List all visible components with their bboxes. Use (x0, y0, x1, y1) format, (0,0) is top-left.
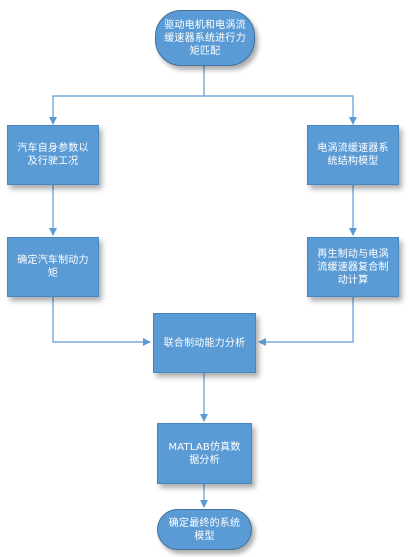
process-right-2: 再生制动与电涡流缓速器复合制动计算 (307, 237, 399, 297)
start-node: 驱动电机和电涡流缓速器系统进行力矩匹配 (155, 10, 255, 66)
process-right-1: 电涡流缓速器系统结构模型 (307, 125, 399, 185)
process-left-2: 确定汽车制动力矩 (7, 237, 99, 297)
connector-right2-merge (258, 296, 354, 346)
connector-left2-merge (52, 296, 151, 346)
connector-start-left (49, 65, 205, 125)
end-node: 确定最终的系统模型 (157, 509, 252, 550)
process-analysis: MATLAB仿真数据分析 (157, 423, 252, 484)
process-left-1: 汽车自身参数以及行驶工况 (7, 125, 99, 185)
process-merge: 联合制动能力分析 (153, 313, 256, 373)
connector-start-right (204, 95, 357, 125)
